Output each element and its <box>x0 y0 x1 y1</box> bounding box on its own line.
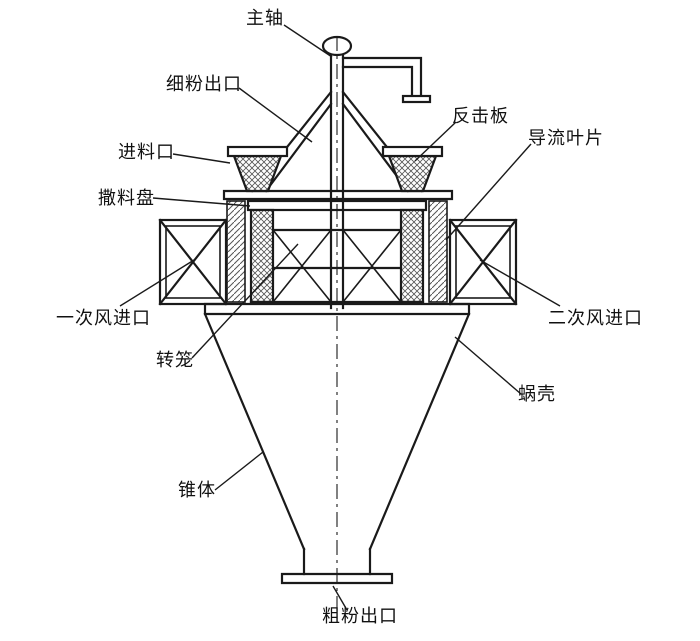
leader-cone <box>214 451 264 491</box>
leader-fine-powder-outlet <box>238 87 313 143</box>
label-cone: 锥体 <box>178 480 216 500</box>
label-fine-powder-outlet: 细粉出口 <box>166 74 242 94</box>
leader-volute <box>454 336 522 395</box>
leader-rotary-cage <box>191 243 299 359</box>
guide-vane-left <box>226 200 246 303</box>
leader-spreader-disc <box>152 197 251 207</box>
label-spreader-disc: 撒料盘 <box>98 188 155 208</box>
label-secondary-air-inlet: 二次风进口 <box>548 308 643 328</box>
cage-wall-right <box>399 208 425 304</box>
volute-shoulder <box>203 302 471 316</box>
pipe-flange <box>401 94 432 104</box>
leader-lines <box>119 24 561 611</box>
feed-hopper-right <box>381 145 444 193</box>
label-primary-air-inlet: 一次风进口 <box>56 308 151 328</box>
label-volute: 蜗壳 <box>518 384 556 404</box>
cone-body <box>203 312 471 576</box>
leader-main-shaft <box>283 24 333 58</box>
leader-coarse-powder-outlet <box>332 585 348 611</box>
label-coarse-powder-outlet: 粗粉出口 <box>322 606 398 626</box>
primary-air-box <box>158 218 228 306</box>
rotary-cage <box>249 208 425 304</box>
leader-primary-air-inlet <box>119 259 195 307</box>
leader-guide-vane <box>445 143 532 241</box>
cover-plate <box>222 189 454 201</box>
label-guide-vane: 导流叶片 <box>528 128 604 148</box>
guide-vane-strips <box>226 200 448 303</box>
label-rotary-cage: 转笼 <box>156 350 194 370</box>
top-outlet-pipe <box>341 56 432 104</box>
label-feed-inlet: 进料口 <box>118 142 175 162</box>
label-impact-plate: 反击板 <box>452 106 509 126</box>
leader-feed-inlet <box>172 153 231 164</box>
guide-vane-right <box>428 200 448 303</box>
cage-wall-left <box>249 208 275 304</box>
label-main-shaft: 主轴 <box>246 8 284 28</box>
leader-impact-plate <box>414 121 457 162</box>
feed-hopper-left <box>226 145 289 193</box>
leader-secondary-air-inlet <box>479 259 561 307</box>
